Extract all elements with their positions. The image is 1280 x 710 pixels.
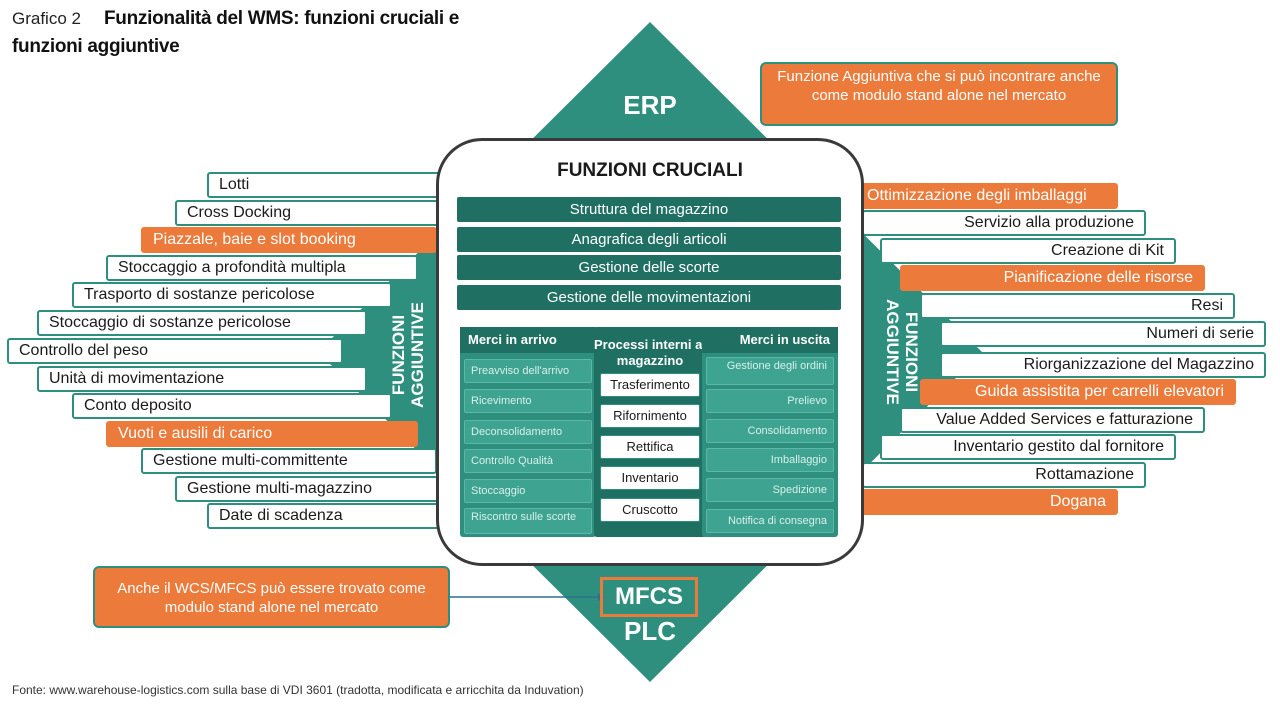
left-function-item: Stoccaggio di sostanze pericolose: [37, 310, 367, 336]
left-function-item: Date di scadenza: [207, 503, 447, 529]
inbound-item: Stoccaggio: [464, 479, 592, 503]
erp-label: ERP: [623, 90, 677, 120]
crucial-function-bar: Gestione delle scorte: [457, 255, 841, 280]
outbound-header: Merci in uscita: [702, 327, 838, 353]
inbound-header: Merci in arrivo: [460, 327, 596, 353]
crucial-functions-title: FUNZIONI CRUCIALI: [557, 160, 743, 181]
left-function-item: Gestione multi-committente: [141, 448, 437, 474]
left-function-item: Vuoti e ausili di carico: [106, 421, 418, 447]
source-footnote: Fonte: www.warehouse-logistics.com sulla…: [12, 683, 584, 697]
crucial-function-bar: Struttura del magazzino: [457, 197, 841, 222]
left-function-item: Lotti: [207, 172, 447, 198]
figure-title: Funzionalità del WMS: funzioni cruciali …: [104, 8, 460, 29]
internal-item: Rettifica: [600, 435, 700, 459]
outbound-item: Imballaggio: [706, 448, 834, 472]
right-function-item: Guida assistita per carrelli elevatori: [920, 379, 1236, 405]
outbound-item: Prelievo: [706, 389, 834, 413]
outbound-item: Consolidamento: [706, 419, 834, 443]
internal-item: Trasferimento: [600, 373, 700, 397]
callout-wcs-mfcs: Anche il WCS/MFCS può essere trovato com…: [93, 566, 450, 628]
right-function-item: Ottimizzazione degli imballaggi: [855, 183, 1118, 209]
internal-item: Cruscotto: [600, 498, 700, 522]
inbound-item: Riscontro sulle scorte: [464, 508, 592, 534]
internal-item: Rifornimento: [600, 404, 700, 428]
outbound-item: Notifica di consegna: [706, 509, 834, 533]
internal-column: Processi interni al magazzino Trasferime…: [594, 327, 706, 537]
right-function-item: Resi: [920, 293, 1235, 319]
inbound-item: Ricevimento: [464, 389, 592, 413]
left-function-item: Piazzale, baie e slot booking: [141, 227, 437, 253]
outbound-column: Merci in uscita Gestione degli ordini Pr…: [702, 327, 838, 537]
right-function-item: Servizio alla produzione: [862, 210, 1146, 236]
right-function-item: Creazione di Kit: [880, 238, 1176, 264]
inbound-item: Preavviso dell'arrivo: [464, 359, 592, 383]
right-function-item: Value Added Services e fatturazione: [900, 407, 1205, 433]
left-diamond-label: FUNZIONI AGGIUNTIVE: [389, 280, 429, 430]
right-function-item: Rottamazione: [862, 462, 1146, 488]
right-function-item: Riorganizzazione del Magazzino: [940, 352, 1266, 378]
right-function-item: Dogana: [855, 489, 1118, 515]
left-function-item: Controllo del peso: [7, 338, 343, 364]
inbound-item: Deconsolidamento: [464, 420, 592, 444]
left-function-item: Stoccaggio a profondità multipla: [106, 255, 418, 281]
left-function-item: Gestione multi-magazzino: [175, 476, 447, 502]
left-function-item: Cross Docking: [175, 200, 447, 226]
figure-label: Grafico 2: [12, 9, 81, 28]
internal-header: Processi interni al magazzino: [594, 337, 706, 368]
right-diamond-label: FUNZIONI AGGIUNTIVE: [881, 277, 921, 427]
mfcs-box: [600, 577, 698, 617]
right-diamond-label-line2: AGGIUNTIVE: [883, 299, 902, 405]
callout-standalone-function: Funzione Aggiuntiva che si può incontrar…: [760, 62, 1118, 126]
outbound-item: Spedizione: [706, 478, 834, 502]
plc-label: PLC: [624, 616, 676, 646]
left-function-item: Unità di movimentazione: [37, 366, 367, 392]
left-function-item: Conto deposito: [72, 393, 392, 419]
inbound-item: Controllo Qualità: [464, 449, 592, 473]
right-function-item: Numeri di serie: [940, 321, 1266, 347]
crucial-function-bar: Gestione delle movimentazioni: [457, 285, 841, 310]
right-function-item: Pianificazione delle risorse: [900, 265, 1205, 291]
left-function-item: Trasporto di sostanze pericolose: [72, 282, 392, 308]
inbound-column: Merci in arrivo Preavviso dell'arrivo Ri…: [460, 327, 596, 537]
internal-item: Inventario: [600, 466, 700, 490]
outbound-item: Gestione degli ordini: [706, 357, 834, 385]
mfcs-label: MFCS: [615, 583, 683, 610]
left-diamond-label-line2: AGGIUNTIVE: [408, 302, 427, 408]
figure-title-line2: funzioni aggiuntive: [12, 36, 180, 57]
crucial-function-bar: Anagrafica degli articoli: [457, 227, 841, 252]
right-diamond-label-line1: FUNZIONI: [902, 311, 921, 393]
right-function-item: Inventario gestito dal fornitore: [880, 434, 1176, 460]
